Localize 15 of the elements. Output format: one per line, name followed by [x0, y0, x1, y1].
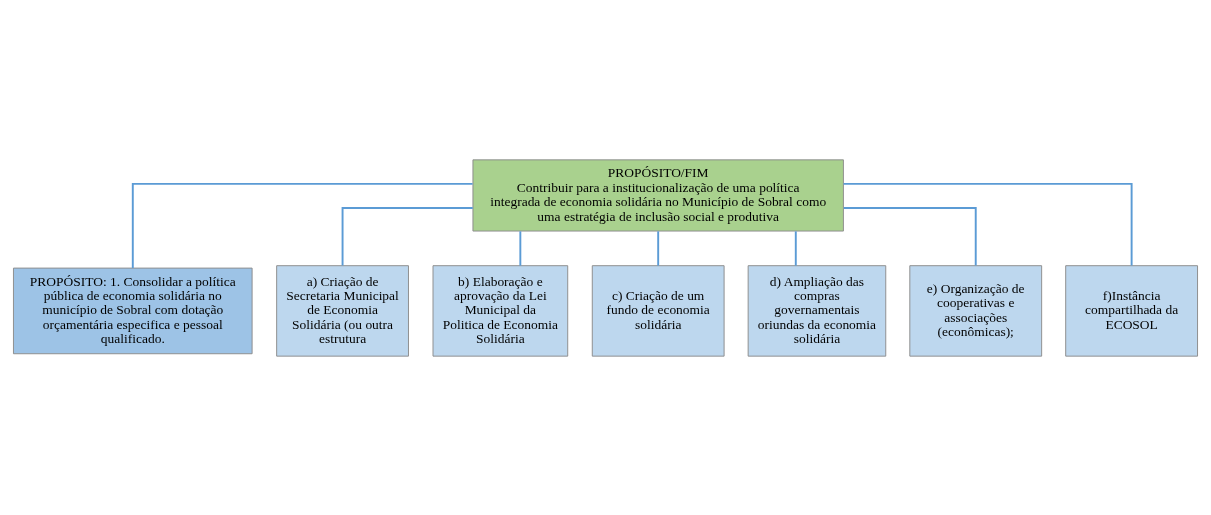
node-box: PROPÓSITO/FIM Contribuir para a institucionalização de uma política integrada de economia solidária no Município de Sobral como uma estratégia de inclusão social e produtiva [472, 158, 844, 232]
connector [794, 229, 797, 267]
connector [657, 229, 660, 267]
connector [842, 206, 977, 266]
node-box: c) Criação de um fundo de economia solidária [591, 264, 725, 357]
node-box: e) Organização de cooperativas e associações (econômicas); [909, 264, 1043, 357]
node-box: PROPÓSITO: 1. Consolidar a política pública de economia solidária no município de Sobral com dotação orçamentária especifica e pessoal qualificado. [13, 267, 253, 354]
node-box: d) Ampliação das compras governamentais oriundas da economia solidária [747, 264, 887, 357]
connector [341, 206, 474, 266]
node-box: b) Elaboração e aprovação da Lei Municipal da Politica de Economia Solidária [432, 264, 569, 357]
connector [842, 182, 1133, 266]
connector [519, 229, 522, 267]
node-box: f)Instância compartilhada da ECOSOL [1065, 264, 1198, 357]
node-box: a) Criação de Secretaria Municipal de Economia Solidária (ou outra estrutura [276, 264, 409, 357]
connector [131, 182, 474, 269]
